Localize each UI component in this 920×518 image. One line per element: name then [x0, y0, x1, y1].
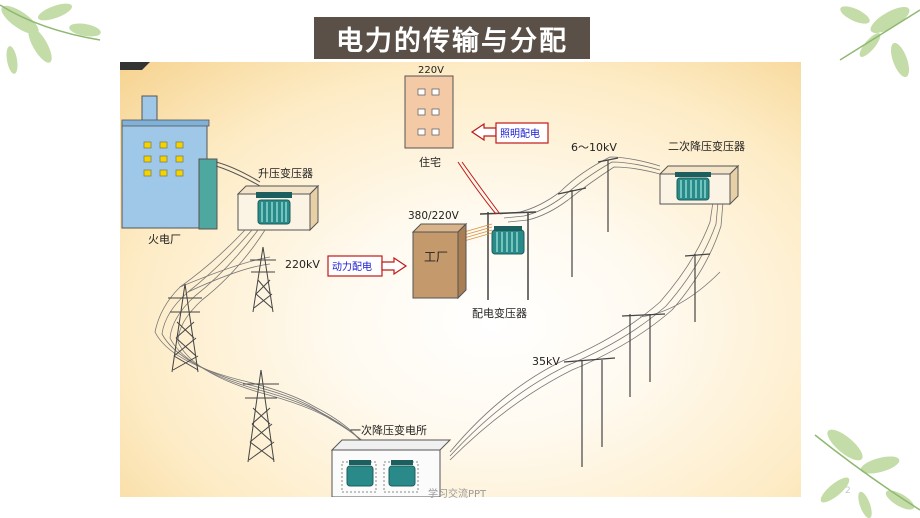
distribution-transformer — [479, 211, 537, 300]
lighting-wire — [461, 161, 501, 215]
residence-label: 住宅 — [419, 155, 441, 169]
power-distribution-label: 动力配电 — [332, 260, 372, 273]
factory-voltage-label: 380/220V — [408, 210, 460, 222]
voltage-6-10kv-label: 6～10kV — [571, 141, 617, 154]
corner-mark — [120, 62, 150, 70]
footer-text: 学习交流PPT — [428, 489, 487, 500]
power-wires — [463, 223, 493, 242]
lines-35kv — [449, 201, 724, 461]
voltage-35kv-label: 35kV — [532, 355, 560, 368]
transmission-tower — [168, 283, 202, 373]
leaf-decoration-top-right — [839, 6, 920, 78]
transmission-tower — [250, 246, 276, 313]
lines-6-10kv — [499, 156, 661, 223]
factory-building: 工厂 — [411, 222, 468, 300]
lighting-distribution-callout — [470, 122, 549, 144]
svg-text:工厂: 工厂 — [424, 250, 448, 264]
transmission-lines-220kv — [154, 229, 401, 475]
slide-title: 电力的传输与分配 — [336, 25, 568, 57]
pole-35kv — [563, 253, 711, 467]
plant-wire — [215, 161, 261, 183]
residence-voltage-label: 220V — [418, 65, 444, 76]
secondary-step-down-transformer — [658, 164, 740, 206]
distribution-transformer-label: 配电变压器 — [472, 306, 527, 320]
page-number: 2 — [845, 486, 851, 496]
residence-building — [404, 75, 454, 149]
power-plant-label: 火电厂 — [148, 233, 181, 246]
diagram-panel: 火电厂 升压变压器 220kV — [120, 62, 801, 497]
title-banner: 电力的传输与分配 — [314, 17, 590, 59]
power-transmission-diagram: 火电厂 升压变压器 220kV — [120, 62, 745, 497]
step-up-transformer-label: 升压变压器 — [258, 166, 313, 180]
transmission-tower — [243, 369, 279, 463]
lighting-distribution-label: 照明配电 — [500, 127, 540, 140]
leaf-decoration-top-left — [0, 3, 101, 74]
step-up-transformer — [236, 184, 320, 232]
voltage-220kv-label: 220kV — [285, 258, 320, 271]
power-plant — [121, 95, 218, 230]
leaf-decoration-bottom-right — [814, 429, 920, 518]
lighting-wire — [457, 161, 497, 215]
secondary-step-down-label: 二次降压变压器 — [668, 139, 745, 153]
power-distribution-callout — [327, 255, 408, 277]
pole-6-10kv — [557, 157, 619, 277]
plant-wire — [215, 165, 261, 187]
primary-substation — [330, 439, 452, 497]
primary-substation-label: 一次降压变电所 — [350, 423, 427, 437]
